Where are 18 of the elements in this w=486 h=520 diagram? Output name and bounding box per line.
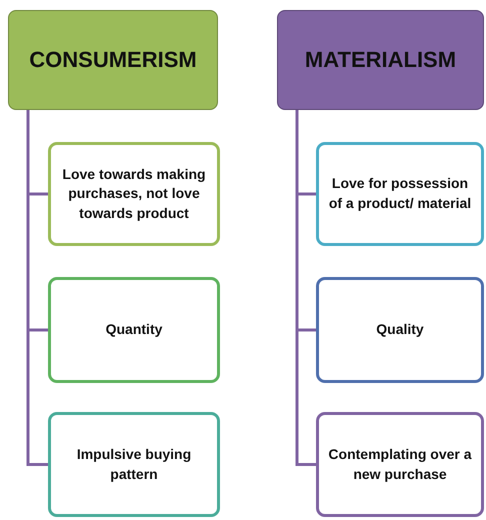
trait-text: Love towards making purchases, not love towards product [61, 164, 207, 223]
trait-text: Quantity [106, 320, 162, 340]
category-header-box [277, 10, 484, 110]
trait-box [316, 277, 484, 383]
trait-text: Love for possession of a product/ material [328, 174, 472, 213]
connector-line [26, 110, 48, 466]
trait-text: Quality [376, 320, 424, 340]
header-text: MATERIALISM [304, 47, 456, 73]
connector-line [296, 110, 316, 466]
trait-box [48, 142, 220, 246]
trait-box [48, 412, 220, 517]
header-text: CONSUMERISM [29, 47, 197, 73]
trait-box [316, 412, 484, 517]
trait-box [316, 142, 484, 246]
trait-text: Contemplating over a new purchase [327, 444, 473, 484]
trait-text: Impulsive buying pattern [76, 444, 192, 484]
trait-box [48, 277, 220, 383]
category-header-box [8, 10, 218, 110]
